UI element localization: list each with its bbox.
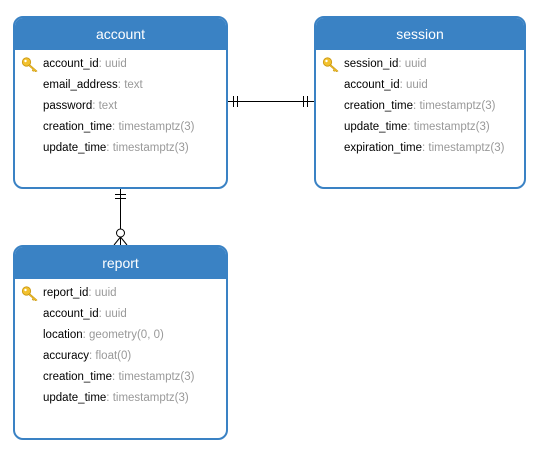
field-row: location: geometry(0, 0) (43, 329, 164, 341)
key-icon (322, 57, 339, 72)
field-list: session_id: uuid account_id: uuid creati… (316, 50, 524, 159)
entity-title: session (316, 18, 524, 50)
field-type: uuid (94, 287, 117, 299)
field-name: location (43, 329, 83, 341)
field-type: timestamptz(3) (428, 142, 505, 154)
field-name: update_time (43, 392, 107, 404)
field-type: uuid (105, 58, 127, 70)
field-row: update_time: timestamptz(3) (43, 392, 189, 404)
key-icon (21, 57, 38, 72)
field-type: uuid (404, 58, 427, 70)
field-name: email_address (43, 79, 118, 91)
field-type: timestamptz(3) (419, 100, 496, 112)
field-name: account_id (43, 58, 99, 70)
field-name: account_id (344, 79, 400, 91)
field-list: account_id: uuid email_address: text pas… (15, 50, 226, 159)
field-row: update_time: timestamptz(3) (344, 121, 490, 133)
field-row: expiration_time: timestamptz(3) (344, 142, 505, 154)
field-row: account_id: uuid (15, 54, 226, 75)
field-name: creation_time (43, 121, 113, 133)
field-list: report_id: uuid account_id: uuid locatio… (15, 279, 226, 409)
field-row: accuracy: float(0) (43, 350, 132, 362)
field-row: update_time: timestamptz(3) (43, 142, 189, 154)
field-type: uuid (105, 308, 127, 320)
field-name: password (43, 100, 93, 112)
field-row: report_id: uuid (15, 283, 226, 304)
field-type: timestamptz(3) (118, 121, 195, 133)
entity-account[interactable]: account account_id: uuid email_address: … (13, 16, 228, 189)
field-type: geometry(0, 0) (89, 329, 164, 341)
field-type: timestamptz(3) (112, 142, 189, 154)
field-name: creation_time (344, 100, 414, 112)
field-name: update_time (344, 121, 408, 133)
field-name: report_id (43, 287, 89, 299)
entity-session[interactable]: session session_id: uuid account_id: uui… (314, 16, 526, 189)
account-session-relationship (228, 96, 314, 107)
field-type: timestamptz(3) (118, 371, 195, 383)
field-row: creation_time: timestamptz(3) (344, 100, 496, 112)
field-type: timestamptz(3) (413, 121, 490, 133)
field-name: update_time (43, 142, 107, 154)
field-name: expiration_time (344, 142, 422, 154)
field-type: uuid (406, 79, 428, 91)
field-row: session_id: uuid (316, 54, 524, 75)
entity-report[interactable]: report report_id: uuid account_id: uuid … (13, 245, 228, 440)
field-name: account_id (43, 308, 99, 320)
field-type: float(0) (95, 350, 132, 362)
key-icon (21, 286, 38, 301)
field-row: account_id: uuid (43, 308, 127, 320)
account-report-relationship (113, 189, 128, 246)
field-row: account_id: uuid (344, 79, 428, 91)
field-row: creation_time: timestamptz(3) (43, 371, 195, 383)
field-name: creation_time (43, 371, 113, 383)
entity-title: report (15, 247, 226, 279)
entity-title: account (15, 18, 226, 50)
field-name: session_id (344, 58, 399, 70)
field-row: password: text (43, 100, 118, 112)
field-name: accuracy (43, 350, 90, 362)
field-type: text (98, 100, 118, 112)
field-row: email_address: text (43, 79, 143, 91)
field-type: text (124, 79, 143, 91)
field-type: timestamptz(3) (112, 392, 189, 404)
field-row: creation_time: timestamptz(3) (43, 121, 195, 133)
